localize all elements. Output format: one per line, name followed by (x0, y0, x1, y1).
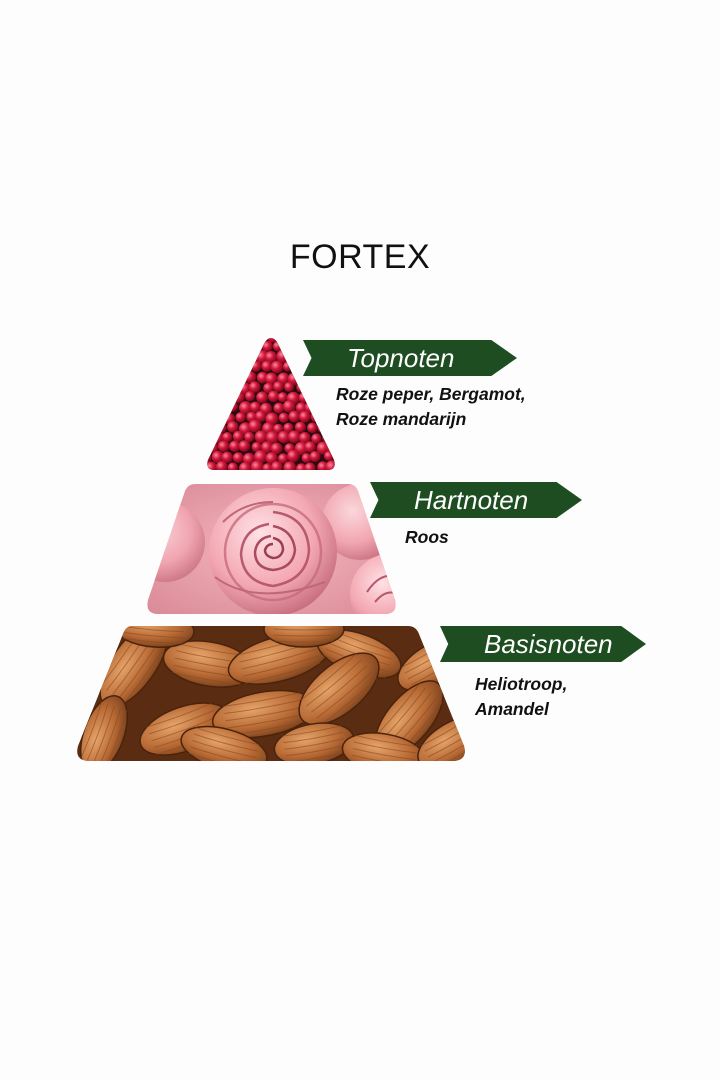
top-notes-label: Topnoten (303, 340, 517, 376)
heart-notes-label: Hartnoten (370, 482, 582, 518)
base-notes-line-1: Heliotroop, (475, 674, 568, 694)
base-notes-image (74, 624, 468, 764)
brand-title: FORTEX (289, 238, 431, 276)
base-notes-ingredients: Heliotroop, Amandel (475, 672, 720, 722)
base-notes-line-2: Amandel (475, 699, 549, 719)
top-notes-ingredients: Roze peper, Bergamot, Roze mandarijn (336, 382, 586, 432)
heart-notes-image (145, 482, 398, 616)
heart-notes-line-1: Roos (405, 527, 449, 547)
heart-notes-ingredients: Roos (405, 525, 655, 550)
top-notes-line-1: Roze peper, Bergamot, (336, 384, 526, 404)
top-notes-line-2: Roze mandarijn (336, 409, 467, 429)
base-notes-label: Basisnoten (440, 626, 646, 662)
